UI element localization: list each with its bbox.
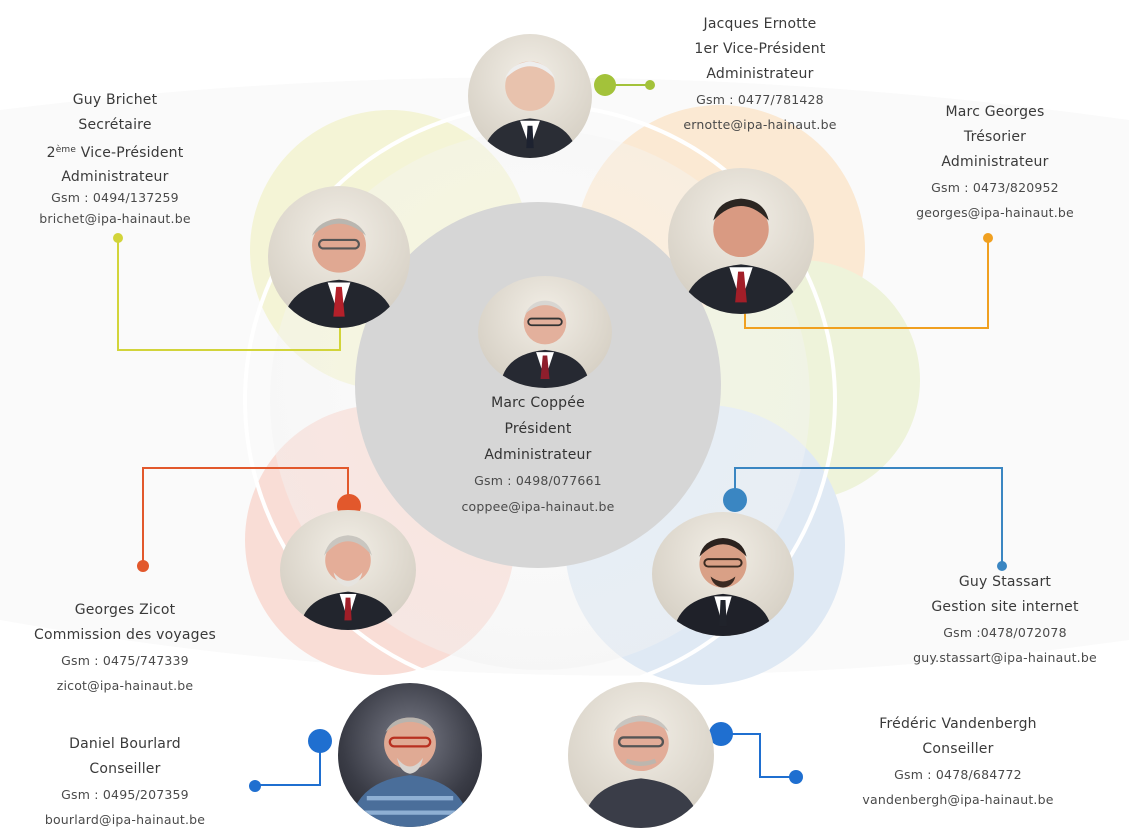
photo-bourlard: [338, 683, 482, 827]
member-email[interactable]: coppee@ipa-hainaut.be: [461, 499, 615, 514]
photo-ernotte: [468, 34, 592, 158]
dot-zicot-small: [137, 560, 149, 572]
member-coppee: Marc Coppée Président Administrateur Gsm…: [428, 390, 648, 520]
member-phone: Gsm : 0494/137259: [51, 190, 179, 205]
member-role: Commission des voyages: [33, 627, 217, 643]
member-role: Gestion site internet: [931, 599, 1079, 615]
member-email[interactable]: guy.stassart@ipa-hainaut.be: [913, 650, 1097, 665]
dot-vandenbergh-large: [709, 722, 733, 746]
connector-brichet: [117, 240, 341, 351]
dot-bourlard-large: [308, 729, 332, 753]
member-phone: Gsm : 0477/781428: [696, 92, 824, 107]
photo-coppee: [478, 276, 612, 388]
member-email[interactable]: georges@ipa-hainaut.be: [916, 205, 1074, 220]
member-name: Guy Brichet: [72, 92, 158, 108]
connector-zicot: [142, 467, 349, 566]
member-role: Secrétaire: [78, 117, 152, 133]
member-email[interactable]: bourlard@ipa-hainaut.be: [44, 812, 206, 827]
member-name: Georges Zicot: [74, 602, 176, 618]
member-email[interactable]: vandenbergh@ipa-hainaut.be: [862, 792, 1054, 807]
dot-brichet-small: [113, 233, 123, 243]
member-role-vp: 2ème Vice-Président: [46, 145, 184, 161]
member-name: Marc Coppée: [491, 395, 585, 411]
photo-brichet: [268, 186, 410, 328]
member-brichet: Guy Brichet Secrétaire 2ème Vice-Préside…: [0, 88, 230, 230]
photo-stassart: [652, 512, 794, 636]
connector-vandenbergh: [721, 733, 796, 778]
dot-georges-small: [983, 233, 993, 243]
dot-bourlard-small: [249, 780, 261, 792]
member-name: Marc Georges: [945, 104, 1045, 120]
member-vandenbergh: Frédéric Vandenbergh Conseiller Gsm : 04…: [828, 712, 1088, 812]
member-role: Président: [504, 421, 572, 437]
member-stassart: Guy Stassart Gestion site internet Gsm :…: [885, 570, 1125, 670]
member-phone: Gsm : 0475/747339: [61, 653, 189, 668]
member-phone: Gsm : 0478/684772: [894, 767, 1022, 782]
member-phone: Gsm : 0495/207359: [61, 787, 189, 802]
member-email[interactable]: brichet@ipa-hainaut.be: [39, 211, 191, 226]
member-name: Jacques Ernotte: [703, 16, 817, 32]
member-phone: Gsm : 0498/077661: [474, 473, 602, 488]
dot-stassart-small: [997, 561, 1007, 571]
member-name: Guy Stassart: [958, 574, 1052, 590]
member-name: Frédéric Vandenbergh: [879, 716, 1037, 732]
member-role: Administrateur: [706, 66, 814, 82]
dot-ernotte-small: [645, 80, 655, 90]
photo-georges: [668, 168, 814, 314]
dot-stassart-large: [723, 488, 747, 512]
member-role: Administrateur: [941, 154, 1049, 170]
member-role: 1er Vice-Président: [694, 41, 826, 57]
member-bourlard: Daniel Bourlard Conseiller Gsm : 0495/20…: [0, 732, 250, 832]
member-role: Administrateur: [61, 169, 169, 185]
connector-stassart: [734, 467, 1003, 566]
member-zicot: Georges Zicot Commission des voyages Gsm…: [0, 598, 250, 698]
dot-vandenbergh-small: [789, 770, 803, 784]
member-phone: Gsm :0478/072078: [943, 625, 1067, 640]
dot-ernotte-large: [594, 74, 616, 96]
member-role: Trésorier: [963, 129, 1027, 145]
member-ernotte: Jacques Ernotte 1er Vice-Président Admin…: [640, 12, 880, 137]
member-georges: Marc Georges Trésorier Administrateur Gs…: [880, 100, 1110, 225]
photo-vandenbergh: [568, 682, 714, 828]
member-role: Conseiller: [89, 761, 161, 777]
member-role: Conseiller: [922, 741, 994, 757]
member-phone: Gsm : 0473/820952: [931, 180, 1059, 195]
member-role: Administrateur: [484, 447, 592, 463]
photo-zicot: [280, 510, 416, 630]
member-name: Daniel Bourlard: [69, 736, 181, 752]
member-email[interactable]: ernotte@ipa-hainaut.be: [683, 117, 837, 132]
connector-bourlard: [255, 742, 321, 786]
member-email[interactable]: zicot@ipa-hainaut.be: [56, 678, 194, 693]
